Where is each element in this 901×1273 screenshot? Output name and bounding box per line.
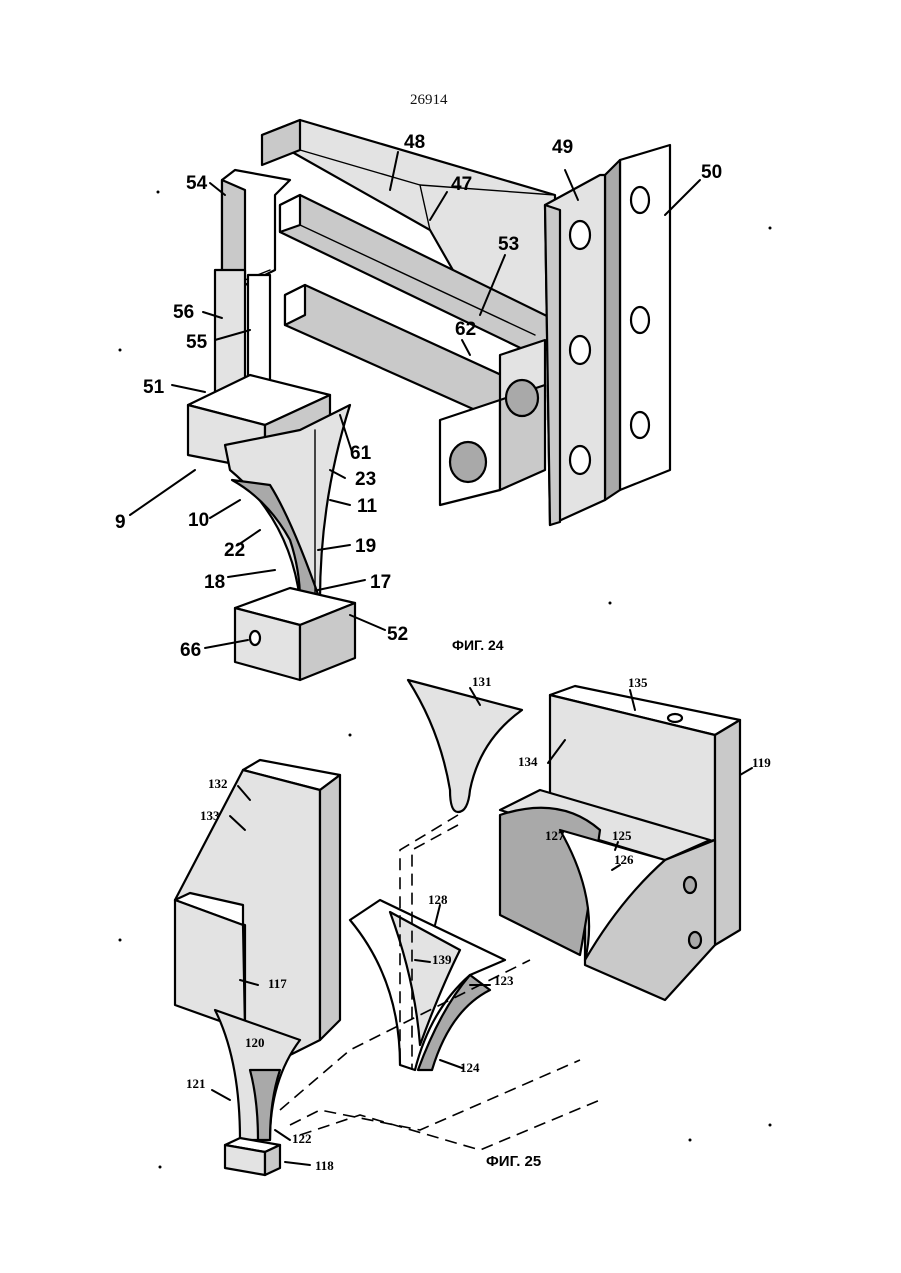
label-118: 118 (315, 1158, 334, 1173)
label-124: 124 (460, 1060, 480, 1075)
label-11: 11 (357, 496, 378, 517)
label-19: 19 (355, 536, 376, 557)
label-128: 128 (428, 892, 448, 907)
label-132: 132 (208, 776, 228, 791)
bottom-block (235, 588, 355, 680)
label-125: 125 (612, 828, 632, 843)
label-9: 9 (115, 512, 126, 533)
label-126: 126 (614, 852, 634, 867)
label-50: 50 (701, 162, 722, 183)
label-133: 133 (200, 808, 220, 823)
right-block-119 (500, 686, 740, 1000)
label-139: 139 (432, 952, 452, 967)
label-17: 17 (370, 572, 391, 593)
label-54: 54 (186, 173, 208, 194)
label-135: 135 (628, 675, 648, 690)
figure-24-drawing: 48 47 49 50 54 53 56 55 62 51 61 23 9 10… (115, 120, 722, 680)
label-10: 10 (188, 510, 209, 531)
figure-25-drawing: 131 135 119 134 132 133 127 125 126 128 … (175, 674, 771, 1175)
label-23: 23 (355, 469, 376, 490)
label-123: 123 (494, 973, 514, 988)
label-122: 122 (292, 1131, 312, 1146)
label-56: 56 (173, 302, 194, 323)
label-49: 49 (552, 137, 573, 158)
label-117: 117 (268, 976, 287, 991)
figure-25-caption: ФИГ. 25 (486, 1153, 541, 1170)
label-131: 131 (472, 674, 492, 689)
label-53: 53 (498, 234, 519, 255)
label-61: 61 (350, 443, 372, 464)
label-51: 51 (143, 377, 165, 398)
label-18: 18 (204, 572, 225, 593)
label-121: 121 (186, 1076, 206, 1091)
vertical-post (215, 170, 290, 395)
label-127: 127 (545, 828, 565, 843)
figure-24-caption: ФИГ. 24 (452, 637, 504, 653)
label-62: 62 (455, 319, 476, 340)
label-134: 134 (518, 754, 538, 769)
label-55: 55 (186, 332, 208, 353)
label-120: 120 (245, 1035, 265, 1050)
label-52: 52 (387, 624, 408, 645)
label-47: 47 (451, 174, 472, 195)
label-119: 119 (752, 755, 771, 770)
triangular-insert-131 (408, 680, 522, 812)
label-22: 22 (224, 540, 245, 561)
label-66: 66 (180, 640, 201, 661)
label-48: 48 (404, 132, 425, 153)
mounting-plates (545, 145, 670, 525)
